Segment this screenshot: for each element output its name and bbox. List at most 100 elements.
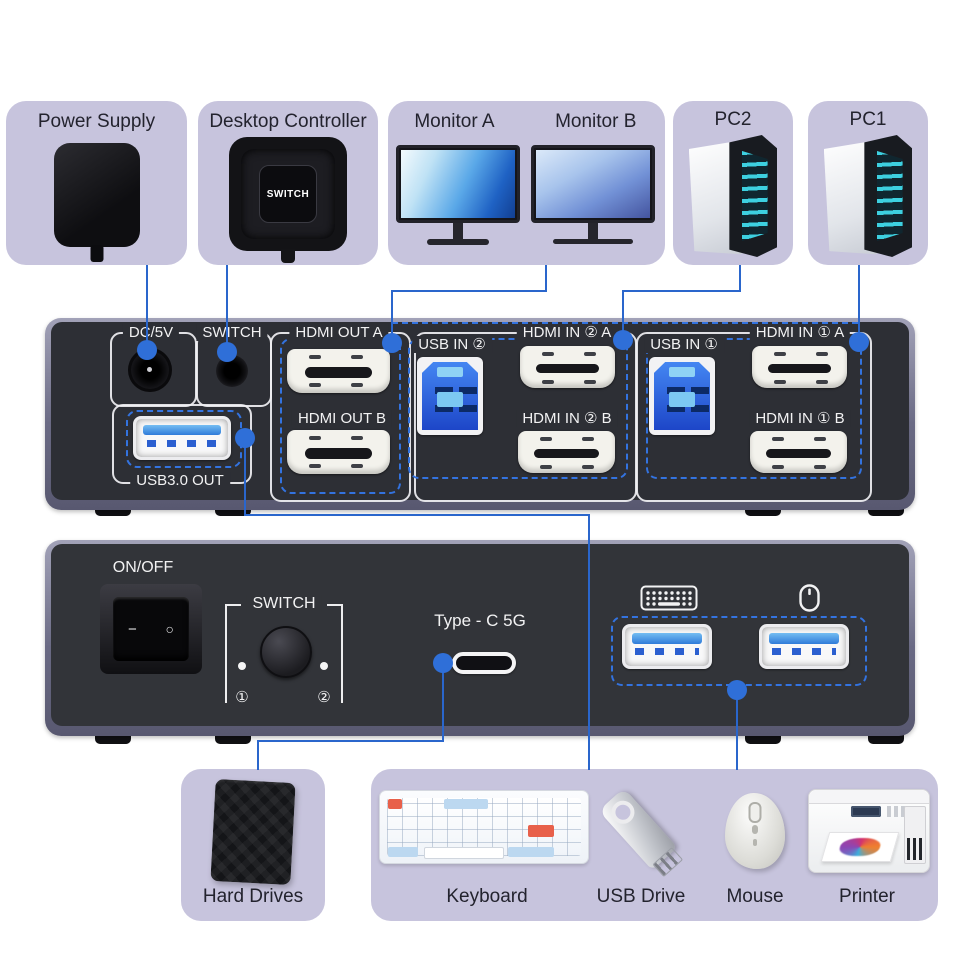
usb-in-1-port: [649, 357, 715, 435]
connector-dot-usb3-out: [235, 428, 255, 448]
indicator-2-label: ②: [317, 689, 331, 706]
hard-drive-image: [210, 778, 296, 886]
connector-line: [257, 740, 444, 742]
type-c-label: Type - C 5G: [434, 611, 526, 630]
monitor-b-label: Monitor B: [555, 111, 637, 132]
switch-port-label: SWITCH: [196, 324, 268, 341]
mouse-label: Mouse: [726, 886, 784, 907]
power-rocker-switch: − ○: [100, 584, 202, 674]
back-panel-foot: [868, 505, 904, 516]
connector-dot-hdmi-out-a: [382, 333, 402, 353]
connector-line: [391, 290, 393, 344]
mouse-icon: [799, 584, 820, 612]
pc2-tower-image: [687, 135, 779, 257]
power-supply-label: Power Supply: [37, 111, 156, 132]
connector-line: [739, 265, 741, 292]
switch-bracket-left: [225, 604, 241, 703]
dc-port-label: DC/5V: [122, 324, 180, 341]
connector-line: [391, 290, 547, 292]
hdmi-out-a-label: HDMI OUT A: [289, 324, 389, 341]
front-panel-foot: [215, 733, 251, 744]
connector-line: [244, 514, 590, 516]
usb-drive-image: [598, 787, 678, 871]
connector-line: [622, 290, 624, 341]
keyboard-image: [379, 790, 589, 864]
connector-line: [244, 438, 246, 514]
front-switch-label: SWITCH: [246, 595, 322, 612]
mouse-image: [725, 793, 785, 869]
controller-switch-button: SWITCH: [259, 165, 317, 223]
keyboard-label: Keyboard: [446, 886, 528, 907]
monitor-b-image: [531, 145, 655, 257]
keyboard-blue-keys: [508, 847, 554, 857]
keyboard-blue-keys: [388, 847, 418, 857]
dc-jack-pin: [147, 367, 152, 372]
peripherals-card: Keyboard USB Drive Mouse Printer: [371, 769, 938, 921]
pc2-card: PC2: [673, 101, 793, 265]
hdmi-in-2a-label: HDMI IN ② A: [516, 324, 618, 341]
connector-line: [622, 290, 741, 292]
keyboard-usb-port: [622, 624, 712, 669]
keyboard-icon: [640, 585, 698, 611]
back-panel-foot: [95, 505, 131, 516]
power-supply-card: Power Supply: [6, 101, 187, 265]
power-adapter-image: [54, 143, 140, 247]
connector-line: [736, 690, 738, 770]
indicator-led-2: [320, 662, 328, 670]
hdmi-in-2b-port: [518, 431, 615, 473]
pc2-label: PC2: [714, 109, 752, 130]
keyboard-esc-key: [388, 799, 402, 809]
usb-in-1-label: USB IN ①: [644, 336, 724, 353]
on-off-label: ON/OFF: [112, 559, 174, 576]
usb-in-2-port: [417, 357, 483, 435]
hdmi-in-1a-label: HDMI IN ① A: [749, 324, 851, 341]
connector-line: [545, 265, 547, 292]
front-panel-foot: [745, 733, 781, 744]
desktop-controller-image: SWITCH: [229, 137, 347, 251]
connector-line: [442, 663, 444, 740]
usb3-out-port: [133, 416, 231, 460]
back-panel-foot: [745, 505, 781, 516]
usb3-out-label: USB3.0 OUT: [130, 472, 230, 489]
rocker-on-glyph: −: [128, 620, 137, 638]
desktop-controller-card: Desktop Controller SWITCH: [198, 101, 378, 265]
printer-label: Printer: [839, 886, 895, 907]
front-panel-foot: [868, 733, 904, 744]
desktop-controller-label: Desktop Controller: [209, 111, 367, 132]
hdmi-in-1b-label: HDMI IN ① B: [749, 410, 851, 427]
connector-dot-front-usb: [727, 680, 747, 700]
back-panel-foot: [215, 505, 251, 516]
front-panel-foot: [95, 733, 131, 744]
switch-push-button: [260, 626, 312, 678]
keyboard-enter-key: [528, 825, 554, 837]
monitor-a-label: Monitor A: [414, 111, 495, 132]
hdmi-in-2b-label: HDMI IN ② B: [516, 410, 618, 427]
mouse-usb-port: [759, 624, 849, 669]
rocker-off-glyph: ○: [165, 621, 174, 637]
monitors-card: Monitor A Monitor B: [388, 101, 665, 265]
connector-line: [257, 740, 259, 770]
connector-dot-switch: [217, 342, 237, 362]
printer-image: [808, 789, 930, 873]
hard-drives-label: Hard Drives: [202, 886, 304, 907]
switch-bracket-right: [327, 604, 343, 703]
hdmi-out-b-port: [287, 430, 390, 474]
pc1-card: PC1: [808, 101, 928, 265]
usb-in-2-label: USB IN ②: [412, 336, 492, 353]
keyboard-blue-keys: [444, 799, 488, 809]
indicator-led-1: [238, 662, 246, 670]
pc1-label: PC1: [849, 109, 887, 130]
connector-line: [858, 265, 860, 343]
connector-line: [226, 265, 228, 353]
connector-dot-type-c: [433, 653, 453, 673]
hdmi-out-b-label: HDMI OUT B: [291, 410, 393, 427]
connector-line: [146, 265, 148, 351]
keyboard-spacebar: [424, 847, 504, 859]
hdmi-in-1b-port: [750, 431, 847, 473]
usb-drive-label: USB Drive: [596, 886, 686, 907]
monitor-a-image: [396, 145, 520, 257]
indicator-1-label: ①: [235, 689, 249, 706]
hdmi-in-1a-port: [752, 346, 847, 388]
connector-dot-dc: [137, 340, 157, 360]
hard-drives-card: Hard Drives: [181, 769, 325, 921]
